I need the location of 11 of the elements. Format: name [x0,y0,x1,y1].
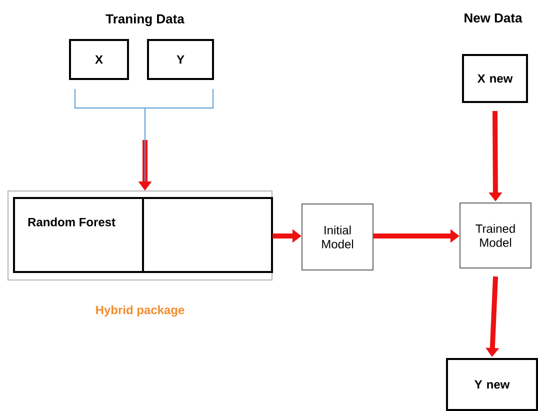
heading: Traning Data [106,14,184,26]
process-box [142,197,273,273]
node-label: Hybrid package [96,305,184,317]
process-box: X new [462,54,528,103]
process-box: X [69,39,129,80]
process-box: Random Forest [13,197,144,273]
model-box: Initial Model [302,204,374,270]
process-box: Y [147,39,214,80]
heading: New Data [464,13,522,23]
process-box: Y new [446,358,538,411]
model-box: Trained Model [460,202,532,268]
